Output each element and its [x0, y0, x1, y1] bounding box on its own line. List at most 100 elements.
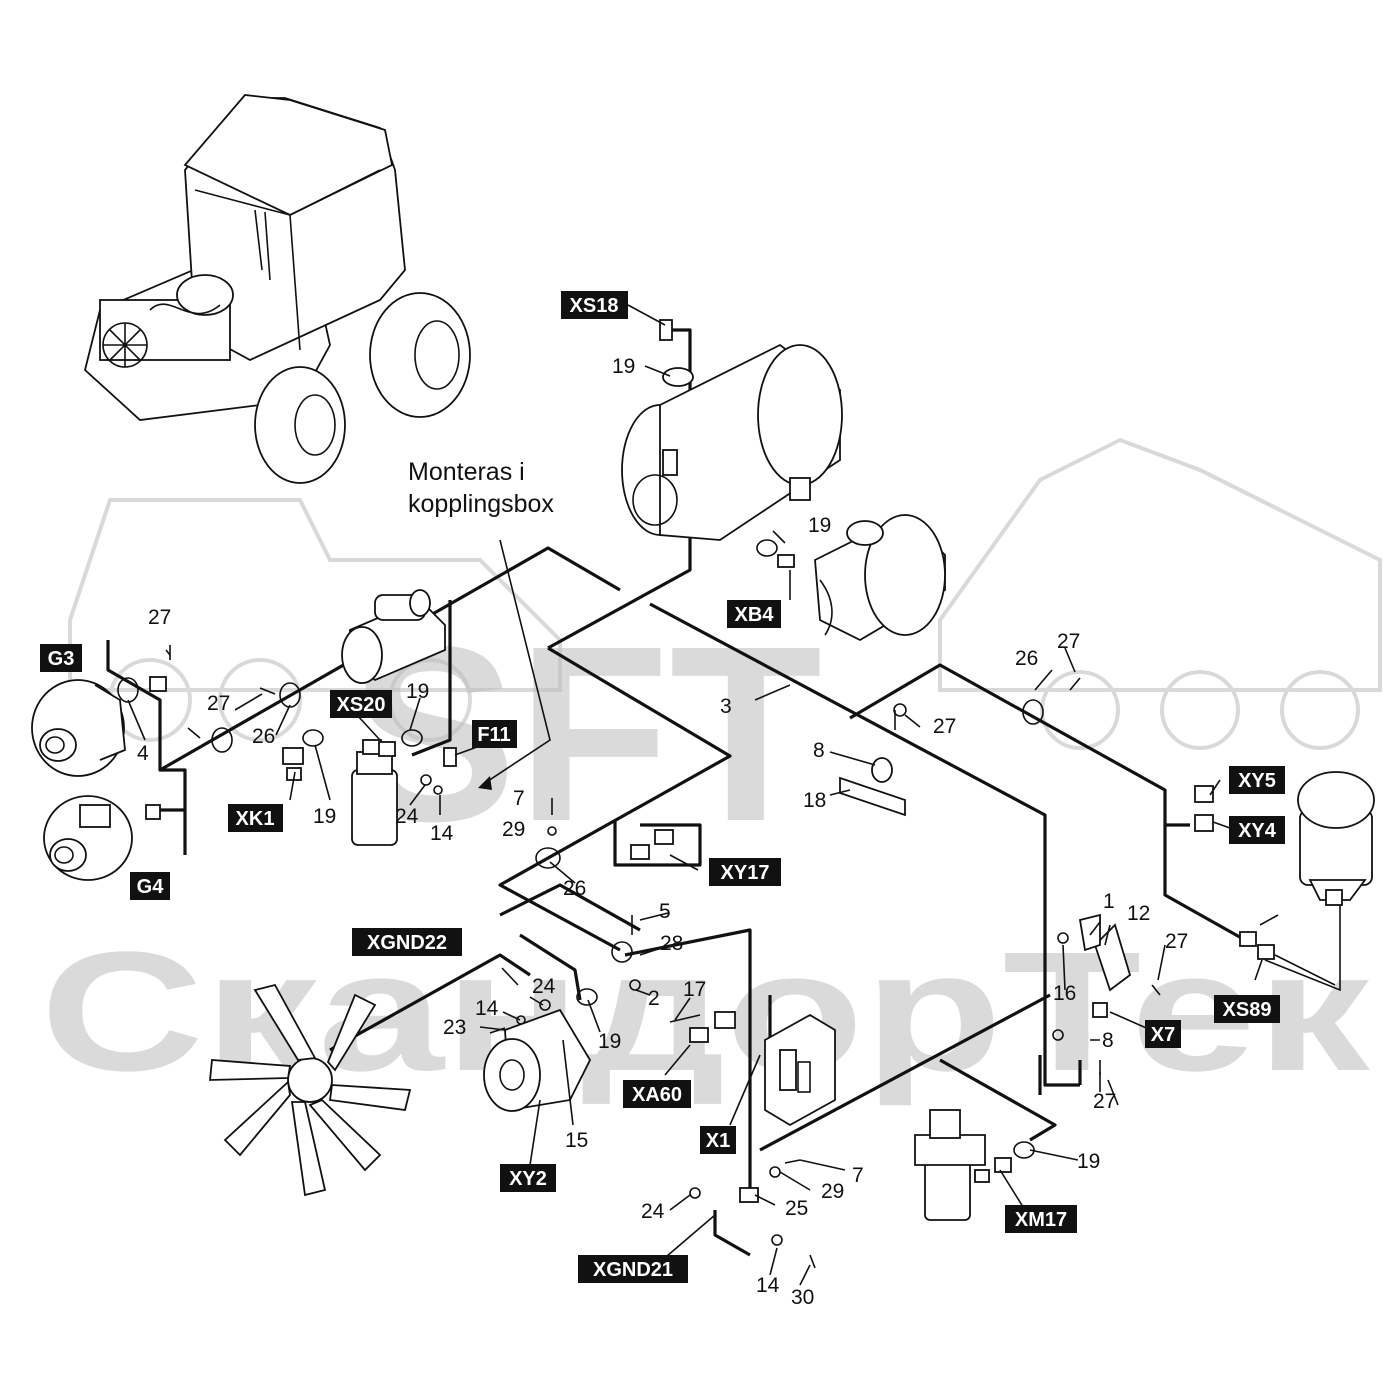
- note-line-1: Monteras i: [408, 458, 525, 486]
- hydraulic-filter: [914, 1109, 986, 1221]
- callout-27: 27: [933, 715, 956, 738]
- clamps-and-fasteners: [117, 539, 1279, 1269]
- starter-motor: [341, 589, 446, 684]
- expansion-tank: [814, 513, 946, 642]
- tag-XGND22-bg: [352, 928, 462, 956]
- water-separator: [1297, 771, 1375, 906]
- tag-F11: F11: [477, 724, 510, 746]
- fuel-filter: [351, 739, 398, 846]
- callout-27: 27: [1165, 930, 1188, 953]
- tag-XK1: XK1: [236, 808, 275, 830]
- tag-XY5: XY5: [1238, 770, 1276, 792]
- tag-XA60: XA60: [632, 1084, 682, 1106]
- components: [31, 319, 1375, 1269]
- callout-27: 27: [1093, 1090, 1116, 1113]
- callout-24: 24: [532, 975, 556, 998]
- callout-4: 4: [137, 742, 149, 765]
- tag-XY17: XY17: [721, 862, 770, 884]
- callout-16: 16: [1053, 982, 1076, 1005]
- tag-XGND22: XGND22: [367, 932, 447, 954]
- callout-25: 25: [785, 1197, 808, 1220]
- tag-XS18: XS18: [570, 295, 619, 317]
- tag-F11-bg: [472, 720, 517, 748]
- mounting-arrow: [478, 539, 551, 790]
- tag-XB4-bg: [727, 600, 781, 628]
- callout-8: 8: [813, 739, 825, 762]
- machine-overview-illustration: [83, 94, 471, 484]
- callout-14: 14: [475, 997, 499, 1020]
- callout-19: 19: [808, 514, 831, 537]
- callout-27: 27: [148, 606, 171, 629]
- callout-17: 17: [683, 978, 706, 1001]
- callout-19: 19: [1077, 1150, 1100, 1173]
- tag-XGND21-bg: [578, 1255, 688, 1283]
- callout-15: 15: [565, 1129, 588, 1152]
- callout-8: 8: [1102, 1029, 1114, 1052]
- callout-3: 3: [720, 695, 732, 718]
- tag-XS20: XS20: [337, 694, 386, 716]
- watermark-excavator-icon: [938, 437, 1382, 750]
- callout-24: 24: [395, 805, 419, 828]
- tag-XB4: XB4: [735, 604, 775, 626]
- tag-G4-bg: [130, 872, 170, 900]
- ac-compressor: [483, 1008, 592, 1112]
- tag-XS89: XS89: [1223, 999, 1272, 1021]
- callout-23: 23: [443, 1016, 466, 1039]
- callout-26: 26: [252, 725, 275, 748]
- alternator-g3: [31, 679, 126, 777]
- tag-XY2-bg: [500, 1164, 556, 1192]
- tag-X1: X1: [706, 1130, 730, 1152]
- mounting-note: Monteras i kopplingsbox: [408, 458, 554, 518]
- tag-XS89-bg: [1214, 995, 1280, 1023]
- connector-tags: XS18 XB4 G3 G4 XS20 F11 XK1 XY17 XY5 XY4…: [40, 291, 1285, 1283]
- callout-2: 2: [648, 987, 660, 1010]
- tag-XY4-bg: [1229, 816, 1285, 844]
- control-unit-x1: [764, 1013, 836, 1127]
- callout-19: 19: [612, 355, 635, 378]
- callout-28: 28: [660, 932, 683, 955]
- callout-24: 24: [641, 1200, 665, 1223]
- position-numbers: 19 19 27 27 26 4 19 19 24 14 3 27 8 18 2…: [137, 355, 1188, 1309]
- small-connectors: [145, 319, 1275, 1203]
- alternator-g4: [43, 795, 133, 881]
- callout-27: 27: [207, 692, 230, 715]
- callout-14: 14: [430, 822, 454, 845]
- tag-G3: G3: [48, 648, 75, 670]
- tag-XA60-bg: [623, 1080, 691, 1108]
- callout-12: 12: [1127, 902, 1150, 925]
- harness-wires: [106, 328, 1341, 1257]
- tag-XGND21: XGND21: [593, 1259, 673, 1281]
- callout-26: 26: [563, 877, 586, 900]
- callout-7: 7: [513, 787, 525, 810]
- tag-XS20-bg: [330, 690, 392, 718]
- callout-19: 19: [313, 805, 336, 828]
- tag-XS18-bg: [561, 291, 628, 319]
- callout-27: 27: [1057, 630, 1080, 653]
- callout-7: 7: [852, 1164, 864, 1187]
- tag-XY2: XY2: [509, 1168, 547, 1190]
- tag-X7-bg: [1145, 1020, 1181, 1048]
- tag-G3-bg: [40, 644, 82, 672]
- tag-XK1-bg: [228, 804, 283, 832]
- tag-XY4: XY4: [1238, 820, 1277, 842]
- tag-XY17-bg: [709, 858, 781, 886]
- bracket-18: [839, 757, 906, 817]
- callout-1: 1: [1103, 890, 1115, 913]
- callout-14: 14: [756, 1274, 780, 1297]
- callout-26: 26: [1015, 647, 1038, 670]
- tag-XY5-bg: [1229, 766, 1285, 794]
- tag-X1-bg: [700, 1126, 736, 1154]
- callout-5: 5: [659, 900, 671, 923]
- tag-XM17-bg: [1005, 1205, 1077, 1233]
- tag-XM17: XM17: [1015, 1209, 1067, 1231]
- callout-19: 19: [406, 680, 429, 703]
- tag-X7: X7: [1151, 1024, 1175, 1046]
- tag-G4: G4: [137, 876, 165, 898]
- note-line-2: kopplingsbox: [408, 490, 554, 518]
- callout-29: 29: [502, 818, 525, 841]
- cooling-fan: [209, 983, 412, 1197]
- callout-30: 30: [791, 1286, 814, 1309]
- leader-lines: [127, 304, 1263, 1286]
